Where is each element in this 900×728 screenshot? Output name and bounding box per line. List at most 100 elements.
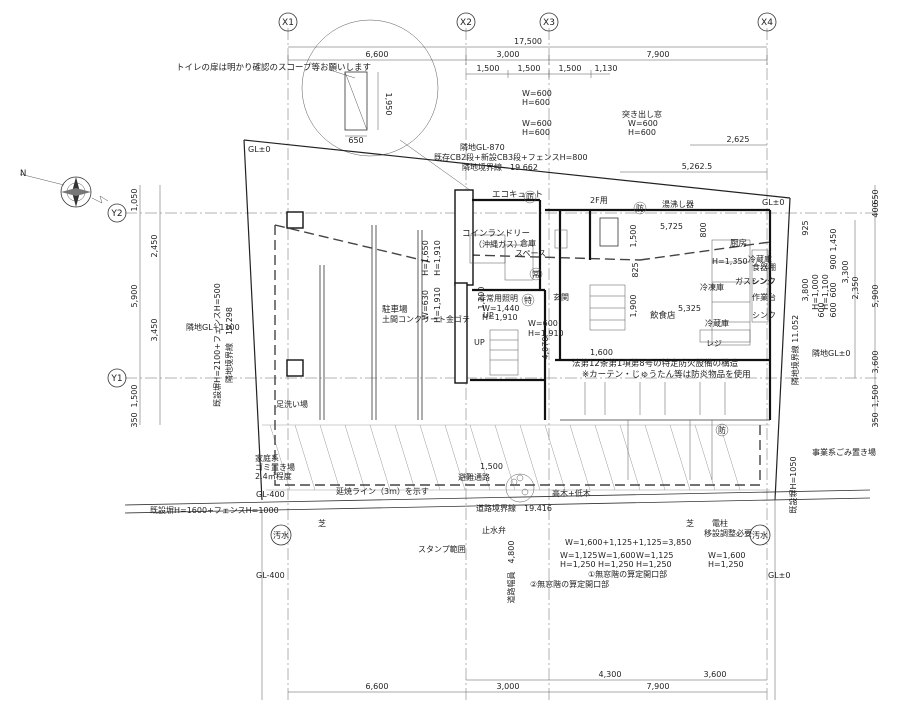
svg-text:350: 350: [871, 412, 880, 427]
svg-text:W=600: W=600: [528, 319, 558, 328]
svg-text:1,500: 1,500: [871, 385, 880, 408]
svg-text:H=1,910: H=1,910: [528, 329, 564, 338]
svg-text:1,500: 1,500: [130, 385, 139, 408]
svg-text:7,900: 7,900: [647, 682, 670, 691]
svg-text:道路境界線 19.416: 道路境界線 19.416: [476, 503, 552, 513]
svg-text:突き出し窓: 突き出し窓: [622, 109, 662, 119]
svg-text:400: 400: [871, 202, 880, 217]
svg-text:650: 650: [871, 189, 880, 204]
svg-text:3,600: 3,600: [704, 670, 727, 679]
svg-text:3,450: 3,450: [150, 319, 159, 342]
svg-text:隣地GL±0: 隣地GL±0: [812, 348, 850, 358]
svg-text:既存CB2段+新設CB3段+フェンスH=800: 既存CB2段+新設CB3段+フェンスH=800: [434, 152, 588, 162]
svg-text:W=1,600: W=1,600: [708, 551, 746, 560]
svg-text:コインランドリー: コインランドリー: [462, 229, 530, 239]
svg-text:汚水: 汚水: [273, 530, 289, 540]
grid-bubble-x3: X3: [539, 12, 559, 32]
svg-text:湯沸し器: 湯沸し器: [662, 199, 694, 209]
svg-text:冷凍庫: 冷凍庫: [700, 282, 724, 292]
svg-text:H=1,100: H=1,100: [821, 274, 830, 310]
svg-text:5,725: 5,725: [660, 222, 683, 231]
annotations: W=600 H=600 W=600 H=600 突き出し窓 W=600 H=60…: [150, 89, 876, 603]
svg-text:UP: UP: [474, 338, 485, 347]
grid-bubble-y1: Y1: [107, 368, 127, 388]
svg-text:②無窓階の算定開口部: ②無窓階の算定開口部: [530, 579, 609, 589]
svg-text:（沖縄ガス）: （沖縄ガス）: [474, 239, 522, 249]
svg-text:2,450: 2,450: [150, 235, 159, 258]
svg-text:6,600: 6,600: [366, 682, 389, 691]
svg-text:17,500: 17,500: [514, 37, 542, 46]
svg-text:既設塀H=2100+フェンスH=500: 既設塀H=2100+フェンスH=500: [212, 283, 222, 407]
grid-bubble-x4: X4: [757, 12, 777, 32]
svg-text:X1: X1: [282, 18, 294, 28]
svg-text:W=1,600+1,125+1,125=3,850: W=1,600+1,125+1,125=3,850: [565, 538, 691, 547]
svg-text:飲食店: 飲食店: [650, 310, 676, 321]
svg-text:防: 防: [636, 203, 644, 213]
svg-text:H=600: H=600: [522, 98, 550, 107]
svg-text:H=1,910: H=1,910: [433, 287, 442, 323]
svg-text:1,500: 1,500: [518, 64, 541, 73]
svg-text:H=1,250: H=1,250: [708, 560, 744, 569]
svg-text:X3: X3: [543, 18, 555, 28]
top-dimensions: 17,500 6,600 3,000 7,900 1,500 1,500 1,5…: [287, 37, 768, 173]
svg-text:H=1,910: H=1,910: [482, 313, 518, 322]
svg-text:H=1,250: H=1,250: [598, 560, 634, 569]
svg-text:延焼ライン（3m）を示す: 延焼ライン（3m）を示す: [336, 486, 429, 496]
svg-text:GL±0: GL±0: [762, 198, 784, 207]
svg-text:H=600: H=600: [522, 128, 550, 137]
parking-hatch: [262, 424, 770, 491]
svg-text:避難通路: 避難通路: [458, 472, 490, 482]
svg-text:X4: X4: [761, 18, 773, 28]
fire-door-mark-3: 防: [715, 423, 729, 437]
svg-text:止水弁: 止水弁: [482, 525, 506, 535]
svg-text:冷蔵庫: 冷蔵庫: [748, 254, 772, 264]
svg-text:スペース: スペース: [515, 249, 546, 258]
svg-text:※カーテン・じゅうたん等は防炎物品を使用: ※カーテン・じゅうたん等は防炎物品を使用: [582, 369, 751, 380]
svg-text:W=630: W=630: [421, 290, 430, 320]
building-walls: [454, 189, 772, 420]
grid-lines: [125, 28, 880, 700]
svg-text:常: 常: [532, 270, 540, 279]
svg-text:足洗い場: 足洗い場: [276, 399, 308, 409]
svg-text:600: 600: [817, 302, 826, 317]
svg-text:5,262.5: 5,262.5: [682, 162, 713, 171]
fire-door-mark-1: 防: [523, 190, 537, 204]
svg-text:1,200: 1,200: [477, 287, 486, 310]
svg-text:2,350: 2,350: [851, 277, 860, 300]
svg-text:2,625: 2,625: [727, 135, 750, 144]
svg-text:1,050: 1,050: [130, 189, 139, 212]
svg-text:H=1,910: H=1,910: [433, 240, 442, 276]
svg-text:4,300: 4,300: [599, 670, 622, 679]
svg-text:道路幅員 4,800: 道路幅員 4,800: [506, 541, 516, 604]
svg-text:隣地境界線 11.052: 隣地境界線 11.052: [790, 315, 800, 386]
svg-text:W=600: W=600: [522, 119, 552, 128]
svg-text:ガスレンジ: ガスレンジ: [735, 276, 775, 286]
svg-text:GL-400: GL-400: [256, 490, 285, 499]
svg-text:6,600: 6,600: [366, 50, 389, 59]
svg-text:非常用照明: 非常用照明: [478, 293, 518, 303]
svg-text:3,000: 3,000: [497, 682, 520, 691]
svg-text:W=1,600: W=1,600: [598, 551, 636, 560]
svg-text:防: 防: [718, 425, 726, 435]
sewer-right-mark: 汚水: [749, 524, 771, 546]
svg-text:1,500: 1,500: [480, 462, 503, 471]
svg-text:芝: 芝: [318, 518, 326, 528]
svg-text:隣地境界線 19.662: 隣地境界線 19.662: [462, 162, 538, 172]
svg-text:ゴミ置き場: ゴミ置き場: [255, 462, 295, 472]
left-dimensions: 1,050 2,450 5,900 3,450 1,500 350: [130, 185, 161, 428]
svg-text:5,900: 5,900: [871, 285, 880, 308]
svg-text:防: 防: [526, 192, 534, 202]
svg-text:925: 925: [801, 220, 810, 235]
svg-text:Y1: Y1: [110, 374, 122, 384]
svg-text:600: 600: [829, 282, 838, 297]
svg-text:800: 800: [699, 222, 708, 237]
svg-text:5,325: 5,325: [678, 304, 701, 313]
svg-text:7,900: 7,900: [647, 50, 670, 59]
sewer-left-mark: 汚水: [270, 524, 292, 546]
svg-text:スタンプ範囲: スタンプ範囲: [418, 544, 466, 554]
svg-text:法第12条第1項第8号の特定防火設備の構造: 法第12条第1項第8号の特定防火設備の構造: [572, 358, 739, 369]
svg-text:①無窓階の算定開口部: ①無窓階の算定開口部: [588, 569, 667, 579]
svg-text:H=1,000: H=1,000: [811, 274, 820, 310]
toilet-door-note: トイレの扉は明かり確認のスコープ等お願いします: [176, 62, 371, 73]
